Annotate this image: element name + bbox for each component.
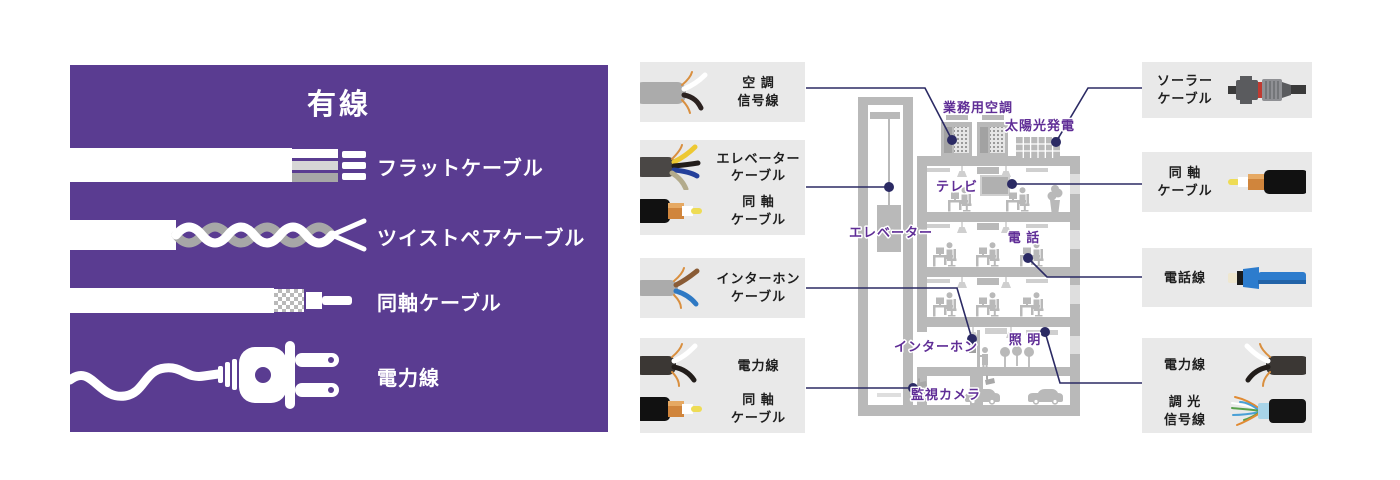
label-tv: テレビ bbox=[936, 179, 978, 194]
label-intercom: インターホン bbox=[894, 339, 978, 354]
office-worker bbox=[933, 292, 957, 317]
callout-label: エレベーター ケーブル bbox=[716, 150, 801, 184]
cable-label-flat: フラットケーブル bbox=[377, 158, 544, 180]
phone-plug-icon bbox=[1228, 266, 1306, 289]
dot-hvac bbox=[947, 135, 957, 145]
connector-line-lighting bbox=[1044, 331, 1142, 384]
hvac-unit-icon bbox=[941, 115, 972, 158]
callout-intercom-cable: インターホン ケーブル bbox=[640, 258, 805, 318]
dimmer-signal-cable-icon bbox=[1231, 396, 1306, 426]
dot-solar bbox=[1051, 137, 1061, 147]
cable-label-coax: 同軸ケーブル bbox=[377, 293, 502, 315]
label-camera: 監視カメラ bbox=[911, 387, 981, 402]
cable-label-twisted: ツイストペアケーブル bbox=[377, 228, 586, 250]
office-worker bbox=[976, 292, 1000, 317]
callout-label: 電話線 bbox=[1163, 269, 1206, 285]
office-worker bbox=[976, 242, 1000, 267]
callout-hvac-signal: 空 調 信号線 bbox=[640, 62, 805, 122]
callout-label: 調 光 信号線 bbox=[1163, 394, 1206, 427]
coax-cable-icon bbox=[1228, 170, 1306, 194]
intercom-unit-icon bbox=[969, 344, 976, 353]
solar-connector-icon bbox=[1228, 76, 1306, 104]
building-structure bbox=[858, 156, 1080, 416]
dot-lighting bbox=[1040, 327, 1050, 337]
office-worker bbox=[1020, 292, 1044, 317]
dot-camera bbox=[908, 383, 918, 393]
power-cable-icon bbox=[640, 343, 698, 388]
security-camera-icon bbox=[985, 375, 995, 385]
dot-tv bbox=[1007, 179, 1017, 189]
cable-label-power: 電力線 bbox=[377, 368, 440, 390]
connection-dots bbox=[884, 135, 1061, 393]
coax-cable-icon bbox=[640, 396, 702, 421]
elevator-cable-icon bbox=[640, 144, 701, 191]
dot-intercom bbox=[967, 334, 977, 344]
intercom-cable-icon bbox=[640, 267, 700, 309]
flat-cable-illustration bbox=[70, 148, 366, 182]
tv-icon bbox=[980, 175, 1010, 196]
callout-power-dimmer: 電力線 調 光 信号線 bbox=[1142, 338, 1312, 433]
car-icon bbox=[1028, 389, 1063, 405]
label-solar: 太陽光発電 bbox=[1004, 118, 1075, 133]
solar-panel-icon bbox=[1016, 137, 1060, 158]
callout-label: ソーラー ケーブル bbox=[1156, 73, 1213, 106]
callout-solar-cable: ソーラー ケーブル bbox=[1142, 62, 1312, 118]
connector-line-hvac bbox=[806, 87, 953, 141]
callout-elevator-coax: エレベーター ケーブル 同 軸 ケーブル bbox=[640, 140, 805, 235]
callout-label: 電力線 bbox=[1163, 357, 1206, 373]
hvac-unit-icon bbox=[977, 115, 1008, 158]
roof-equipment bbox=[941, 115, 1060, 158]
tree-icon bbox=[1000, 347, 1010, 367]
dot-phone bbox=[1023, 253, 1033, 263]
callout-coax-tv: 同 軸 ケーブル bbox=[1142, 152, 1312, 212]
office-worker bbox=[933, 242, 957, 267]
dot-elevator bbox=[884, 182, 894, 192]
connector-line-phone bbox=[1027, 257, 1142, 278]
label-phone: 電 話 bbox=[1008, 230, 1041, 245]
connector-lines bbox=[806, 87, 1142, 389]
tree-icon bbox=[1012, 346, 1022, 366]
callout-phone-line: 電話線 bbox=[1142, 248, 1312, 307]
callout-power-coax: 電力線 同 軸 ケーブル bbox=[640, 338, 805, 433]
callout-label: 同 軸 ケーブル bbox=[1157, 165, 1213, 198]
panel-title: 有線 bbox=[306, 89, 371, 121]
coax-illustration bbox=[70, 288, 352, 313]
wired-cables-panel: 有線 フラットケーブル ツイストペアケーブル 同軸ケーブル 電力線 bbox=[70, 65, 608, 432]
standing-person bbox=[979, 347, 988, 374]
coax-cable-icon bbox=[640, 198, 702, 223]
building-interior bbox=[917, 166, 1063, 405]
label-hvac: 業務用空調 bbox=[942, 100, 1013, 115]
callout-label: 同 軸 ケーブル bbox=[730, 194, 787, 227]
power-plug-illustration bbox=[70, 341, 339, 409]
callout-label: 空 調 信号線 bbox=[737, 75, 780, 108]
plant-icon bbox=[1047, 185, 1063, 212]
elevator-shaft-illustration bbox=[858, 97, 913, 405]
label-elevator: エレベーター bbox=[849, 225, 933, 240]
power-cable-icon bbox=[1244, 343, 1306, 387]
hvac-signal-cable-icon bbox=[640, 71, 708, 114]
twisted-pair-illustration bbox=[70, 218, 367, 252]
tree-icon bbox=[1024, 347, 1034, 367]
label-lighting: 照 明 bbox=[1009, 332, 1042, 347]
cable-illustrations bbox=[70, 148, 367, 409]
callout-label: インターホン ケーブル bbox=[716, 271, 801, 304]
callout-label: 電力線 bbox=[737, 357, 780, 373]
connector-line-intercom bbox=[806, 287, 973, 340]
callout-label: 同 軸 ケーブル bbox=[730, 392, 787, 425]
connector-line-solar bbox=[1055, 87, 1142, 143]
